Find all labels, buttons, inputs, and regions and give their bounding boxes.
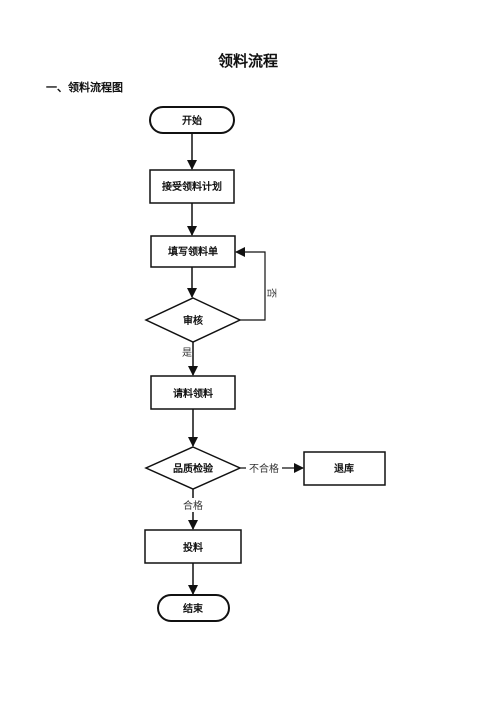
node-fill-form: 填写领料单 (150, 235, 236, 268)
edge-review-yes-label: 是 (182, 347, 192, 359)
page-title: 领料流程 (217, 52, 278, 70)
edge-review-no (235, 247, 266, 321)
node-review-label: 审核 (183, 314, 203, 327)
node-return-label: 退库 (334, 462, 354, 475)
edge-qc-pass-label: 合格 (183, 499, 203, 512)
node-feed: 投料 (144, 529, 242, 564)
node-end: 结束 (157, 594, 230, 622)
node-fill-form-label: 填写领料单 (168, 245, 218, 258)
node-start: 开始 (149, 106, 235, 134)
node-qc-label: 品质检验 (173, 462, 214, 475)
node-feed-label: 投料 (183, 541, 203, 554)
node-start-label: 开始 (182, 114, 202, 127)
section-heading: 一、领料流程图 (46, 81, 123, 94)
node-request-label: 请料领料 (173, 387, 213, 400)
edge-review-no-label: 否 (265, 288, 277, 298)
node-receive-plan-label: 接受领料计划 (162, 180, 222, 193)
node-return: 退库 (303, 451, 386, 486)
edge-qc-fail-label: 不合格 (249, 462, 279, 475)
node-receive-plan: 接受领料计划 (149, 169, 235, 204)
node-request: 请料领料 (150, 375, 236, 410)
node-qc: 品质检验 (144, 446, 242, 490)
node-review: 审核 (144, 297, 242, 343)
node-end-label: 结束 (183, 602, 204, 615)
